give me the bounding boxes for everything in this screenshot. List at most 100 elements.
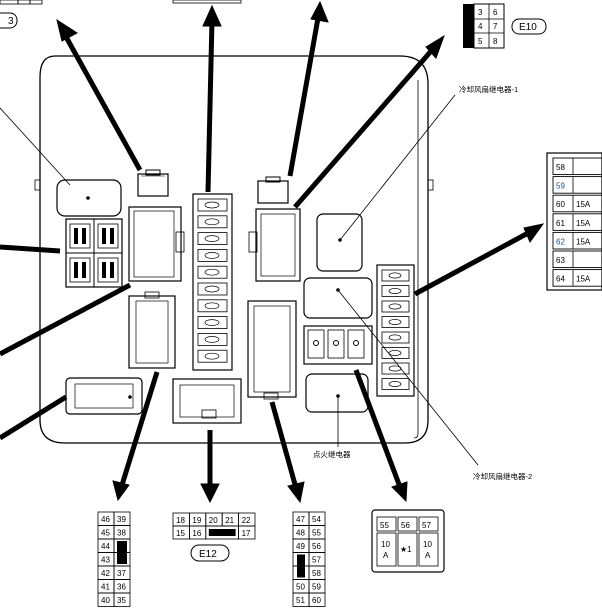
pin-number: 56 — [312, 542, 321, 551]
e10-pin: 8 — [493, 37, 498, 46]
fuse-element — [204, 336, 220, 343]
partial-connector-text: 3 — [8, 16, 14, 27]
label-ignition-relay: 点火继电器 — [313, 449, 351, 459]
connector-block-right-center — [248, 208, 301, 282]
fuse-slot — [197, 332, 228, 346]
fuse-slot — [381, 300, 410, 313]
pin-number: 58 — [312, 569, 321, 578]
fuse-amperage: 15A — [576, 275, 591, 284]
fuse-slot — [197, 299, 228, 313]
fuse-element — [204, 285, 220, 293]
connector-lower-left-tall — [128, 291, 176, 369]
leader-lines — [0, 94, 479, 466]
pin-number: 55 — [312, 529, 321, 538]
fuse-slot — [197, 232, 228, 246]
fuse-slot — [381, 316, 410, 328]
side-tab — [427, 179, 434, 191]
fuse-row — [552, 269, 602, 287]
cooling-fan-relay-2-block — [303, 277, 373, 319]
fuse-element — [204, 319, 220, 326]
e10-pin: 7 — [493, 22, 498, 31]
fuse-number: 63 — [556, 256, 565, 265]
pin-number: 47 — [296, 515, 305, 524]
relay-box-num-cell — [376, 516, 397, 532]
fuse-element — [388, 381, 402, 387]
relay-box-num-cell — [397, 516, 418, 532]
pin-number: 41 — [101, 583, 110, 592]
fuse-slot — [197, 316, 228, 330]
fuse-element — [388, 303, 402, 310]
pin-key-block — [297, 554, 305, 578]
fuse-slot — [197, 215, 228, 229]
relay-box-val-cell — [418, 532, 439, 567]
pin-number: 54 — [312, 515, 321, 524]
fuse-number: 64 — [556, 275, 565, 284]
fuse-number: 61 — [556, 219, 565, 228]
e10-pin: 6 — [493, 8, 498, 17]
small-connector-top-right — [257, 176, 289, 204]
fuse-amperage: 15A — [576, 237, 591, 246]
small-connector-top-left — [137, 169, 169, 197]
fuse-number: 59 — [556, 182, 565, 191]
connector-lower-center — [172, 378, 242, 424]
pin-number: 36 — [117, 583, 126, 592]
relay-box-val-cell — [376, 532, 397, 567]
fuse-element — [204, 235, 220, 242]
pin-number: 17 — [242, 529, 251, 538]
fuse-column-center — [192, 193, 233, 371]
fuse-row — [552, 250, 602, 269]
pin-number: 38 — [117, 529, 126, 538]
e10-pin: 4 — [478, 22, 483, 31]
e12-connector-label-group: E12 — [190, 544, 230, 562]
e10-connector-label: E10 — [519, 22, 537, 33]
relay-box-number: 57 — [422, 521, 431, 530]
pin-number: 44 — [101, 542, 110, 551]
e10-pin: 5 — [478, 37, 483, 46]
box-inner-edge — [413, 80, 419, 439]
e12-connector-label: E12 — [199, 549, 217, 560]
fuse-slot — [197, 248, 228, 262]
relay-box-unit: A — [383, 551, 389, 560]
fuse-row — [552, 213, 602, 231]
fuse-cluster-left — [65, 218, 123, 288]
pin-number: 48 — [296, 529, 305, 538]
pin-number: 51 — [296, 596, 305, 605]
fuse-element — [204, 252, 220, 259]
fuse-slot — [381, 331, 410, 344]
fuse-element — [204, 268, 220, 276]
pin-number: 40 — [101, 596, 110, 605]
fuse-slot — [197, 198, 228, 212]
ignition-relay-block — [305, 373, 369, 413]
relay-box-num-cell — [418, 516, 439, 532]
pin-number: 42 — [101, 569, 110, 578]
label-cooling-fan-relay-2: 冷却风扇继电器-2 — [473, 471, 532, 481]
pin-number: 15 — [176, 529, 185, 538]
pin-number: 59 — [312, 583, 321, 592]
relay-box-val-cell — [397, 532, 418, 567]
box-outline — [39, 55, 429, 444]
pin-number: 46 — [101, 515, 110, 524]
pin-number: 37 — [117, 569, 126, 578]
fuse-element — [204, 218, 220, 226]
label-cooling-fan-relay-1: 冷却风扇继电器-1 — [459, 84, 518, 94]
top-connector-stub — [172, 0, 242, 4]
pin-number: 19 — [192, 516, 201, 525]
fuse-row — [552, 231, 602, 250]
pin-number: 18 — [176, 516, 185, 525]
pin-key-block — [117, 541, 127, 564]
pin-number: 60 — [312, 596, 321, 605]
fuse-slot — [381, 362, 410, 375]
fuse-element — [388, 319, 402, 325]
relay-box-value: ★1 — [400, 545, 412, 554]
fuse-slot — [381, 347, 410, 359]
arrows — [0, 0, 545, 504]
connector-label-partial-left: 3 — [0, 0, 43, 29]
fuse-cluster-small-three — [303, 325, 373, 365]
relay-box-border — [371, 509, 445, 573]
pin-key-block — [208, 529, 236, 536]
